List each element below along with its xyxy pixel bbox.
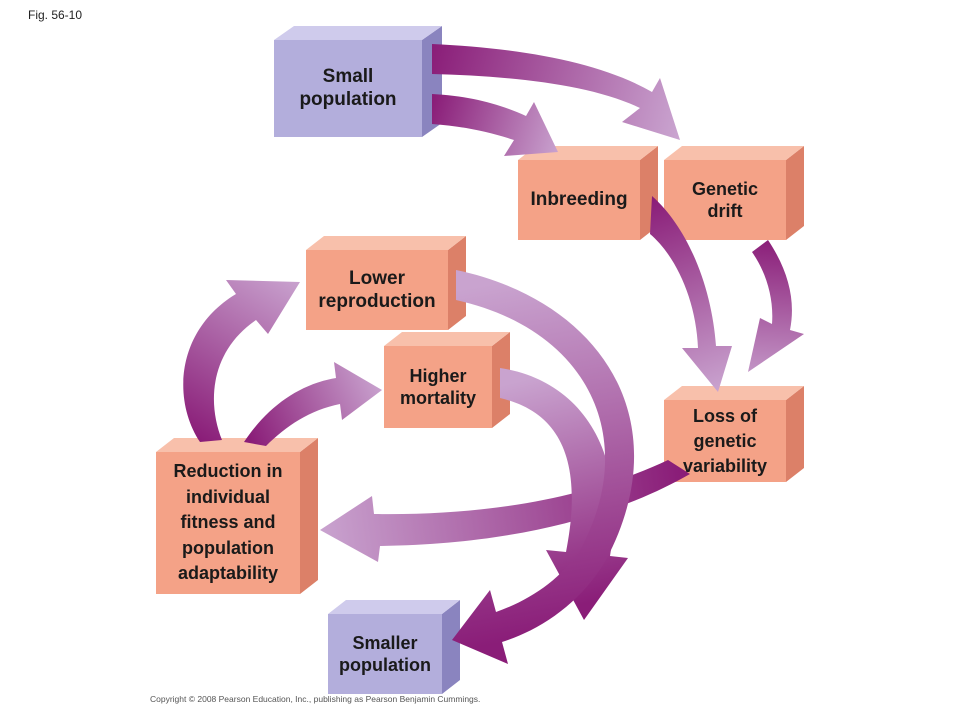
label-higher-mortality: Higher mortality bbox=[399, 366, 477, 408]
arrow-reduction-to-lower-reproduction bbox=[183, 280, 300, 442]
label-inbreeding: Inbreeding bbox=[530, 189, 628, 210]
arrow-loss-to-reduction bbox=[320, 460, 690, 562]
arrow-genetic-drift-to-loss bbox=[748, 240, 804, 372]
node-higher-mortality bbox=[384, 332, 510, 428]
arrow-reduction-to-higher-mortality bbox=[244, 362, 382, 446]
node-genetic-drift bbox=[664, 146, 804, 240]
arrow-small-population-to-genetic-drift bbox=[432, 44, 680, 140]
copyright-notice: Copyright © 2008 Pearson Education, Inc.… bbox=[150, 694, 481, 704]
label-smaller-population: Smaller population bbox=[339, 633, 431, 675]
label-lower-reproduction: Lower reproduction bbox=[318, 268, 436, 312]
label-small-population: Small population bbox=[299, 66, 397, 110]
node-small-population bbox=[274, 26, 442, 137]
label-genetic-drift: Genetic drift bbox=[691, 179, 759, 221]
node-reduction-in-fitness bbox=[156, 438, 318, 594]
node-smaller-population bbox=[328, 600, 460, 694]
arrow-inbreeding-to-loss bbox=[650, 196, 732, 392]
figure-label: Fig. 56-10 bbox=[28, 8, 83, 22]
arrow-lower-reproduction-to-smaller-population bbox=[452, 270, 635, 664]
node-lower-reproduction bbox=[306, 236, 466, 330]
label-reduction-in-fitness: Reduction in individual fitness and popu… bbox=[173, 461, 283, 584]
arrow-small-population-to-inbreeding bbox=[432, 94, 558, 156]
label-loss-of-genetic-variability: Loss of genetic variability bbox=[682, 405, 768, 476]
node-loss-of-genetic-variability bbox=[664, 386, 804, 482]
